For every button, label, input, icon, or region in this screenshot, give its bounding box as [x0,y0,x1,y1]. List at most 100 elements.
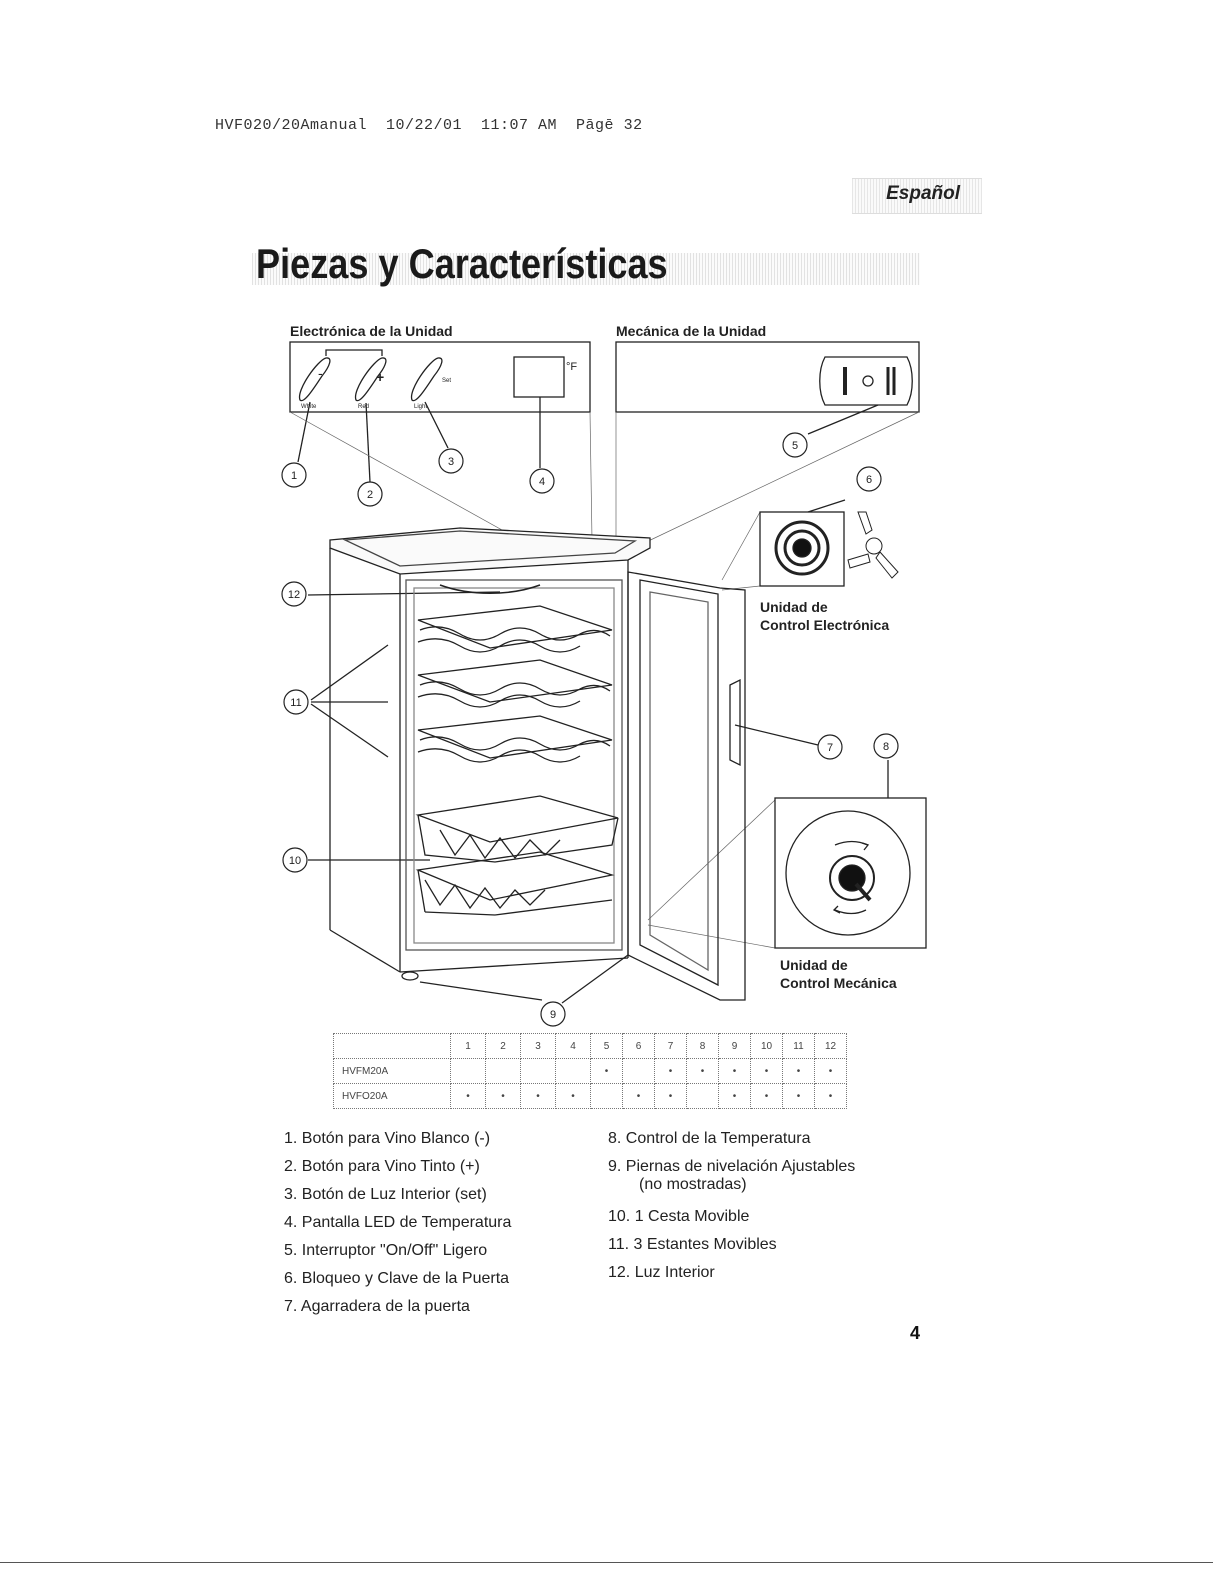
callout-11-num: 11 [290,697,301,709]
glass-door [627,571,746,1001]
electronic-panel-label: Electrónica de la Unidad [290,323,453,339]
callout-3 [438,448,464,474]
callout-3-num: 3 [448,456,454,468]
list-item: 2. Botón para Vino Tinto (+) [284,1158,480,1175]
callout-6 [856,466,882,492]
wine-shelves [417,605,613,763]
table-col-header: 3 [520,1033,556,1059]
table-cell: • [555,1083,591,1109]
table-col-header: 9 [718,1033,751,1059]
red-button: + [354,357,387,402]
white-button: - [298,357,331,402]
power-switch [819,356,913,406]
table-cell [622,1058,655,1084]
electronic-control-panel [289,341,591,413]
table-row-model: HVFO20A [333,1083,451,1109]
table-corner [333,1033,451,1059]
language-label: Español [886,183,960,204]
wine-basket [415,795,619,916]
table-col-header: 4 [555,1033,591,1059]
table-col-header: 11 [782,1033,815,1059]
table-cell: • [654,1058,687,1084]
white-label: White [301,404,317,410]
table-row-model: HVFM20A [333,1058,451,1084]
callout-10-num: 10 [289,855,301,867]
callout-2-num: 2 [367,489,373,501]
table-cell: • [485,1083,521,1109]
door-handle [729,678,741,767]
list-item: 1. Botón para Vino Blanco (-) [284,1130,491,1147]
table-col-header: 6 [622,1033,655,1059]
red-label: Red [358,404,369,410]
mechanical-control-panel [615,341,920,413]
table-cell [590,1083,623,1109]
wine-cooler-body [329,527,746,1001]
table-cell: • [782,1083,815,1109]
table-row: HVFO20A • • • • • • • • • • [333,1083,847,1109]
table-header-row: 1 2 3 4 5 6 7 8 9 10 11 12 [333,1033,847,1059]
svg-text:-: - [318,365,323,381]
table-row: HVFM20A • • • • • • • [333,1058,847,1084]
callout-4 [529,468,555,494]
table-col-header: 1 [450,1033,486,1059]
table-cell [485,1058,521,1084]
callout-7-num: 7 [827,742,833,754]
electronic-control-line2: Control Electrónica [760,617,890,633]
callout-9 [540,1001,566,1027]
table-cell: • [750,1083,783,1109]
callout-7 [817,734,843,760]
set-label: Set [442,378,451,384]
callout-9-num: 9 [550,1009,556,1021]
callout-12 [281,581,307,607]
list-item: 12. Luz Interior [608,1264,715,1281]
svg-text:+: + [376,369,384,385]
table-col-header: 7 [654,1033,687,1059]
title-band [252,253,920,285]
table-cell: • [622,1083,655,1109]
table-col-header: 10 [750,1033,783,1059]
parts-list-right: 8. Control de la Temperatura 9. Piernas … [608,1125,855,1287]
list-item: 6. Bloqueo y Clave de la Puerta [284,1270,510,1287]
bottom-rule [0,1562,1213,1563]
callout-2 [357,481,383,507]
table-col-header: 12 [814,1033,847,1059]
table-cell: • [750,1058,783,1084]
callout-11 [283,689,309,715]
print-slug: HVF020/20Amanual 10/22/01 11:07 AM Pāgē … [215,117,643,134]
electronic-control-line1: Unidad de [760,599,828,615]
list-item-continuation: (no mostradas) [639,1176,747,1193]
list-item: 11. 3 Estantes Movibles [608,1236,777,1253]
mechanical-control-line2: Control Mecánica [780,975,897,991]
table-col-header: 8 [686,1033,719,1059]
language-tab: Español [852,178,982,214]
table-col-header: 2 [485,1033,521,1059]
mechanical-control-line1: Unidad de [780,957,848,973]
table-cell: • [654,1083,687,1109]
table-cell [520,1058,556,1084]
table-cell [450,1058,486,1084]
callout-12-num: 12 [288,589,300,601]
callout-8 [873,733,899,759]
light-button [410,357,443,402]
table-cell: • [814,1058,847,1084]
callout-circles [281,432,899,1027]
callout-10 [282,847,308,873]
mechanical-control-label: Unidad de Control Mecánica [780,956,897,992]
callout-6-num: 6 [866,474,872,486]
degree-f-label: °F [566,361,577,373]
callout-5-num: 5 [792,440,798,452]
electronic-control-label: Unidad de Control Electrónica [760,598,889,634]
table-cell: • [718,1083,751,1109]
page-number: 4 [910,1323,921,1343]
mechanical-panel-label: Mecánica de la Unidad [616,323,767,339]
list-item: 10. 1 Cesta Movible [608,1208,750,1225]
thermostat-dial-icon [785,810,911,936]
page-title: Piezas y Características [256,240,668,287]
list-item: 3. Botón de Luz Interior (set) [284,1186,487,1203]
table-cell [686,1083,719,1109]
table-cell: • [782,1058,815,1084]
table-cell: • [520,1083,556,1109]
table-col-header: 5 [590,1033,623,1059]
light-label: Light [414,404,427,410]
table-cell: • [718,1058,751,1084]
